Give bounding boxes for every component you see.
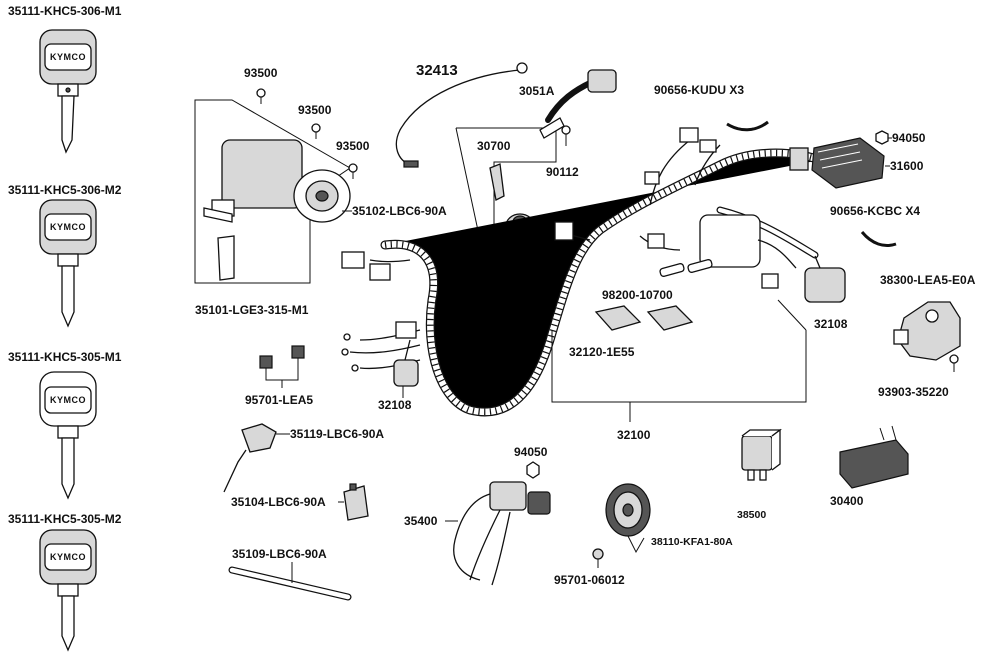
key-brand-logo: KYMCO: [50, 222, 86, 232]
screw-93500-c: [348, 163, 358, 179]
label-switch-38300: 38300-LEA5-E0A: [880, 273, 976, 287]
ground-cable: [395, 62, 528, 168]
label-screw-93903: 93903-35220: [878, 385, 949, 399]
key-brand-logo: KYMCO: [50, 395, 86, 405]
label-key-305-m1: 35111-KHC5-305-M1: [8, 350, 122, 364]
label-relay: 38500: [737, 509, 766, 521]
label-lock-set: 35101-LGE3-315-M1: [195, 303, 309, 317]
nut-94050-mid: [526, 461, 540, 479]
label-nut-top: 94050: [892, 131, 926, 145]
key-m2: KYMCO: [39, 199, 97, 328]
band-x3: [726, 120, 769, 132]
switch-35104: [338, 483, 369, 521]
bulb-socket: [259, 345, 305, 388]
label-regulator: 31600: [890, 159, 924, 173]
key-305-m2: KYMCO: [39, 529, 97, 652]
label-bulb-socket: 95701-LEA5: [245, 393, 313, 407]
screw-93903: [949, 354, 959, 372]
switch-35119: [223, 423, 290, 493]
label-fuse: 98200-10700: [602, 288, 673, 302]
main-wire-harness: [341, 127, 825, 417]
key-brand-logo: KYMCO: [50, 552, 86, 562]
regulator-31600: [811, 137, 885, 189]
key-m1: KYMCO: [39, 29, 97, 154]
label-key-m2: 35111-KHC5-306-M2: [8, 183, 122, 197]
bolt-95701: [592, 548, 604, 568]
horn-38110: [605, 483, 651, 554]
label-harness-35400: 35400: [404, 514, 438, 528]
label-cdi: 30400: [830, 494, 864, 508]
key-305-m1: KYMCO: [39, 371, 97, 500]
label-screw-93500-c: 93500: [336, 139, 370, 153]
label-switch-35119: 35119-LBC6-90A: [290, 427, 384, 441]
label-cap-seal: 30700: [477, 139, 511, 153]
label-band-x3: 90656-KUDU X3: [654, 83, 744, 97]
harness-bracket: [551, 299, 807, 422]
label-screw-93500-b: 93500: [298, 103, 332, 117]
label-subharness-right: 32108: [814, 317, 848, 331]
label-key-m1: 35111-KHC5-306-M1: [8, 4, 122, 18]
harness-35400: [445, 481, 551, 586]
ignition-switch-body: [203, 139, 351, 281]
switch-38300: [893, 301, 961, 361]
label-fuse-holder: 32120-1E55: [569, 345, 635, 359]
label-cable-35109: 35109-LBC6-90A: [232, 547, 327, 561]
bolt-90112: [561, 125, 571, 146]
label-band-x4: 90656-KCBC X4: [830, 204, 920, 218]
nut-94050-top: [875, 130, 889, 145]
subharness-right: [804, 255, 846, 303]
label-ignition-switch: 35102-LBC6-90A: [352, 204, 447, 218]
fuse-holder-32120: [594, 305, 694, 331]
label-plug-cap: 3051A: [519, 84, 555, 98]
label-bolt-90112: 90112: [546, 165, 579, 179]
relay-38500: [741, 428, 782, 481]
subharness-left: [393, 339, 419, 387]
label-horn: 38110-KFA1-80A: [651, 536, 733, 548]
label-ground-cable: 32413: [416, 62, 458, 79]
plug-cap: [539, 69, 617, 139]
label-subharness-left: 32108: [378, 398, 412, 412]
key-brand-logo: KYMCO: [50, 52, 86, 62]
cdi-30400: [839, 425, 909, 489]
screw-93500-b: [311, 123, 321, 139]
screw-93500-a: [256, 88, 266, 104]
cable-35109: [228, 562, 352, 601]
label-harness-main: 32100: [617, 428, 651, 442]
label-key-305-m2: 35111-KHC5-305-M2: [8, 512, 122, 526]
band-x4: [860, 231, 897, 247]
label-screw-93500-a: 93500: [244, 66, 278, 80]
label-nut-mid: 94050: [514, 445, 548, 459]
label-switch-35104: 35104-LBC6-90A: [231, 495, 326, 509]
fuse-98200: [659, 259, 713, 277]
label-bolt-95701: 95701-06012: [554, 573, 625, 587]
